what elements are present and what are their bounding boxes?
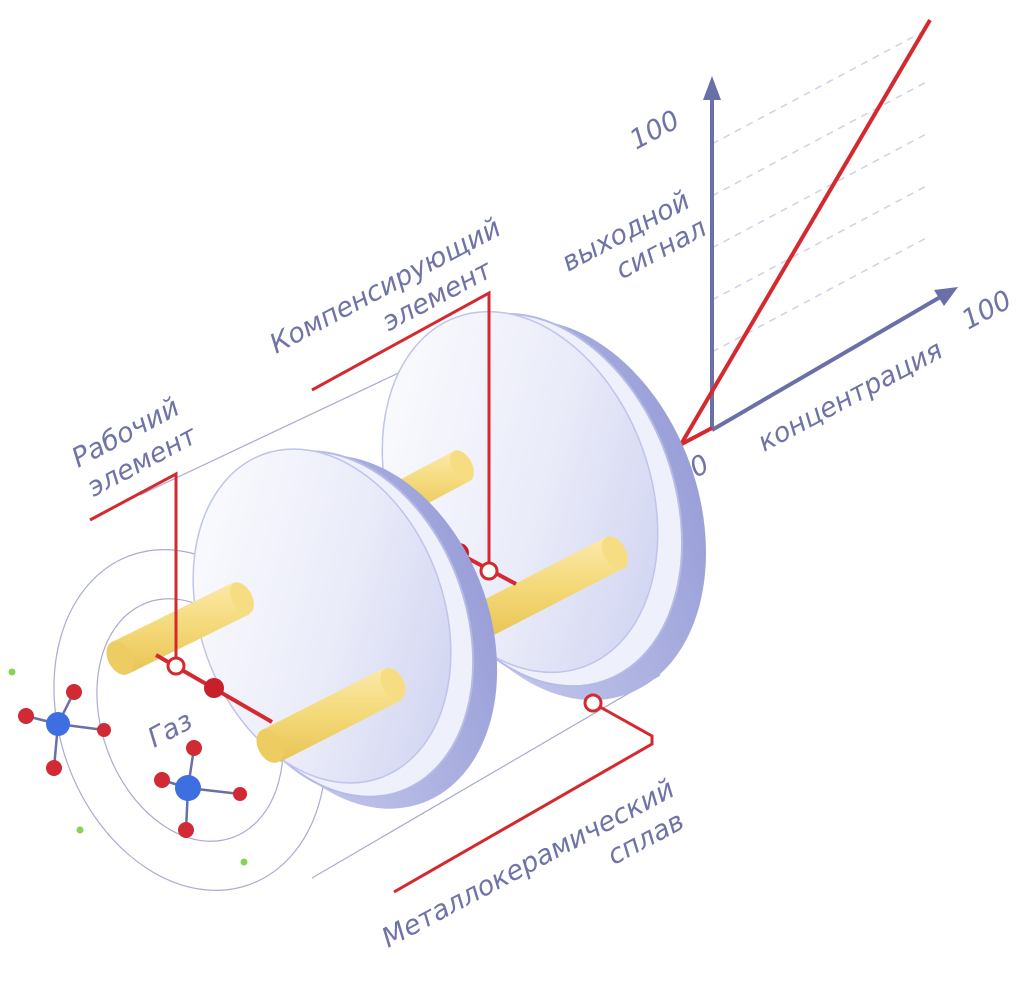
graph-gridlines [711,27,931,353]
working-element-leader [89,471,178,659]
gas-molecule-2 [154,740,247,838]
working-element-node [166,656,186,676]
x-axis-arrow [934,287,958,306]
alloy-label: Металлокерамический сплав [377,774,690,955]
gas-particles [8,668,248,866]
rod-lower-front [256,668,406,763]
x-axis-title: концентрация [753,335,948,458]
y-axis-arrow [703,76,721,100]
compensating-element-leader [311,290,491,563]
signal-line [678,18,932,448]
y-axis-max-label: 100 [625,105,685,157]
gas-molecule-1 [18,684,111,776]
working-element-bead [204,678,224,698]
signal-line-base [677,426,713,448]
alloy-leader [393,701,654,894]
alloy-node [583,693,603,713]
x-axis-max-label: 100 [957,285,1017,337]
x-axis [710,294,944,432]
compensating-element-node [479,561,499,581]
leader-lines [89,290,654,894]
rod-lower-back [470,536,628,638]
y-axis-title: выходной сигнал [557,185,712,286]
working-element-label: Рабочий элемент [67,392,203,503]
working-element-wire [154,653,274,724]
rod-upper-front [106,582,254,675]
